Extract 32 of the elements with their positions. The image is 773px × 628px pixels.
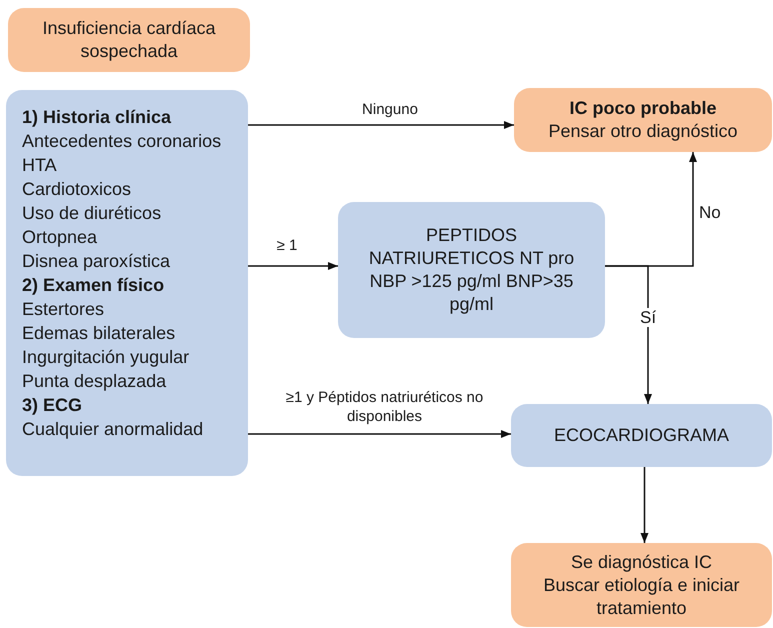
flowchart-box (8, 8, 250, 72)
box-text: 1) Historia clínica (22, 106, 172, 129)
flowchart-box (514, 88, 772, 152)
arrow (248, 121, 514, 129)
box-text: Buscar etiología e iniciar tratamiento (542, 574, 741, 620)
box-text: Cualquier anormalidad (22, 418, 204, 441)
box-text: 3) ECG (22, 394, 82, 417)
box-text: IC poco probable (569, 97, 716, 120)
box-text: Edemas bilaterales (22, 322, 176, 345)
box-text: Disnea paroxística (22, 250, 170, 273)
arrow (248, 430, 511, 438)
flowchart-box (338, 202, 605, 338)
arrow (248, 262, 338, 270)
arrow (640, 467, 648, 543)
arrow (605, 265, 652, 404)
box-text: Punta desplazada (22, 370, 166, 393)
box-text: Pensar otro diagnóstico (548, 120, 738, 143)
box-text: Cardiotoxicos (22, 178, 132, 201)
box-text: ECOCARDIOGRAMA (554, 424, 730, 447)
box-text: PEPTIDOS NATRIURETICOS NT pro NBP >125 pg/ml BNP>35 pg/ml (368, 224, 576, 316)
flowchart-box (6, 90, 248, 476)
box-text: Se diagnóstica IC (570, 550, 712, 574)
box-text: Insuficiencia cardíaca sospechada (41, 17, 217, 63)
flowchart-box (511, 543, 772, 627)
box-text: Ingurgitación yugular (22, 346, 190, 369)
box-text: Antecedentes coronarios (22, 130, 222, 153)
box-text: 2) Examen físico (22, 274, 164, 297)
flowchart-box (511, 404, 772, 467)
box-text: Uso de diuréticos (22, 202, 162, 225)
box-text: Estertores (22, 298, 104, 321)
box-text: HTA (22, 154, 57, 177)
box-text: Ortopnea (22, 226, 98, 249)
